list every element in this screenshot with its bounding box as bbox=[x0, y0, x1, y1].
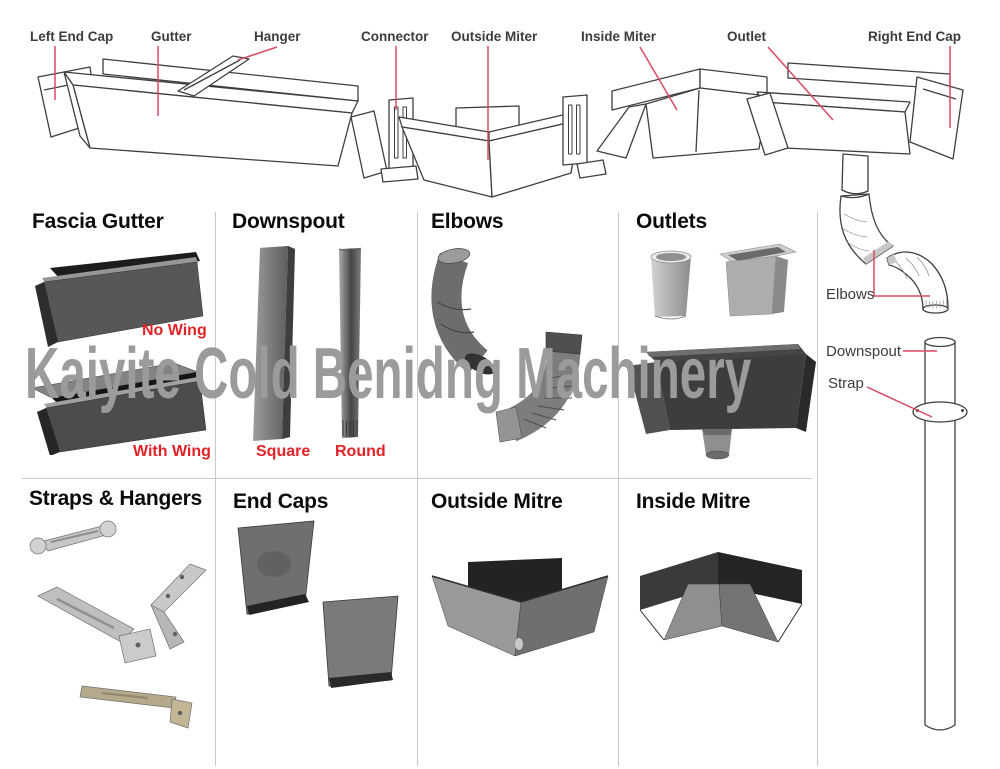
section-title-end-caps: End Caps bbox=[233, 490, 329, 513]
item-label-with-wing: With Wing bbox=[133, 443, 211, 460]
section-title-straps-hangers: Straps & Hangers bbox=[29, 487, 203, 510]
outside-miter-drawing bbox=[398, 105, 581, 198]
top-assembly-drawing bbox=[37, 55, 964, 198]
outside-mitre-photo bbox=[431, 558, 609, 657]
divider bbox=[417, 212, 418, 766]
diagram-label-hanger: Hanger bbox=[254, 29, 301, 44]
inside-miter-drawing bbox=[596, 68, 768, 159]
side-label-elbows: Elbows bbox=[826, 286, 875, 303]
downspout-pipe-drawing bbox=[924, 342, 956, 731]
inside-mitre-photo bbox=[639, 552, 803, 643]
square-downspout-photo bbox=[253, 246, 295, 441]
round-elbow-photo bbox=[431, 248, 495, 375]
section-title-outside-mitre: Outside Mitre bbox=[431, 490, 563, 513]
item-label-square: Square bbox=[256, 443, 311, 460]
upper-elbow-drawing bbox=[839, 193, 894, 265]
section-title-elbows: Elbows bbox=[431, 210, 504, 233]
divider bbox=[817, 212, 818, 766]
section-title-outlets: Outlets bbox=[636, 210, 707, 233]
straps-hangers-photo bbox=[29, 520, 207, 729]
end-caps-photo bbox=[237, 520, 399, 688]
fascia-gutter-no-wing-photo bbox=[35, 252, 204, 347]
round-outlet-photo bbox=[650, 250, 692, 320]
hanger-drawing bbox=[177, 55, 250, 97]
item-label-round: Round bbox=[335, 443, 386, 460]
item-label-no-wing: No Wing bbox=[142, 322, 207, 339]
gutter-outlet-photo bbox=[628, 344, 816, 460]
diagram-label-gutter: Gutter bbox=[151, 29, 192, 44]
right-end-cap-drawing bbox=[909, 76, 964, 160]
strap-drawing bbox=[912, 401, 968, 423]
section-title-inside-mitre: Inside Mitre bbox=[636, 490, 751, 513]
diagram-label-inside-miter: Inside Miter bbox=[581, 29, 657, 44]
diagram-label-outside-miter: Outside Miter bbox=[451, 29, 538, 44]
fascia-gutter-with-wing-photo bbox=[31, 362, 207, 455]
section-title-downspout: Downspout bbox=[232, 210, 345, 233]
side-label-strap: Strap bbox=[828, 375, 864, 392]
divider bbox=[22, 478, 812, 479]
side-label-downspout: Downspout bbox=[826, 343, 902, 360]
diagram-label-connector: Connector bbox=[361, 29, 429, 44]
square-outlet-photo bbox=[719, 243, 797, 317]
diagram-label-left-end-cap: Left End Cap bbox=[30, 29, 114, 44]
section-title-fascia-gutter: Fascia Gutter bbox=[32, 210, 164, 233]
leader-lines bbox=[54, 46, 951, 418]
diagram-label-right-end-cap: Right End Cap bbox=[868, 29, 961, 44]
outlet-drawing bbox=[746, 62, 951, 195]
watermark-text: Kaiyite Cold Benidng Machinery bbox=[25, 334, 752, 414]
divider bbox=[618, 212, 619, 766]
square-elbow-photo bbox=[495, 331, 583, 443]
downpipe-drawing bbox=[839, 193, 968, 731]
divider bbox=[215, 212, 216, 766]
diagram-label-outlet: Outlet bbox=[727, 29, 766, 44]
round-downspout-photo bbox=[338, 247, 362, 438]
